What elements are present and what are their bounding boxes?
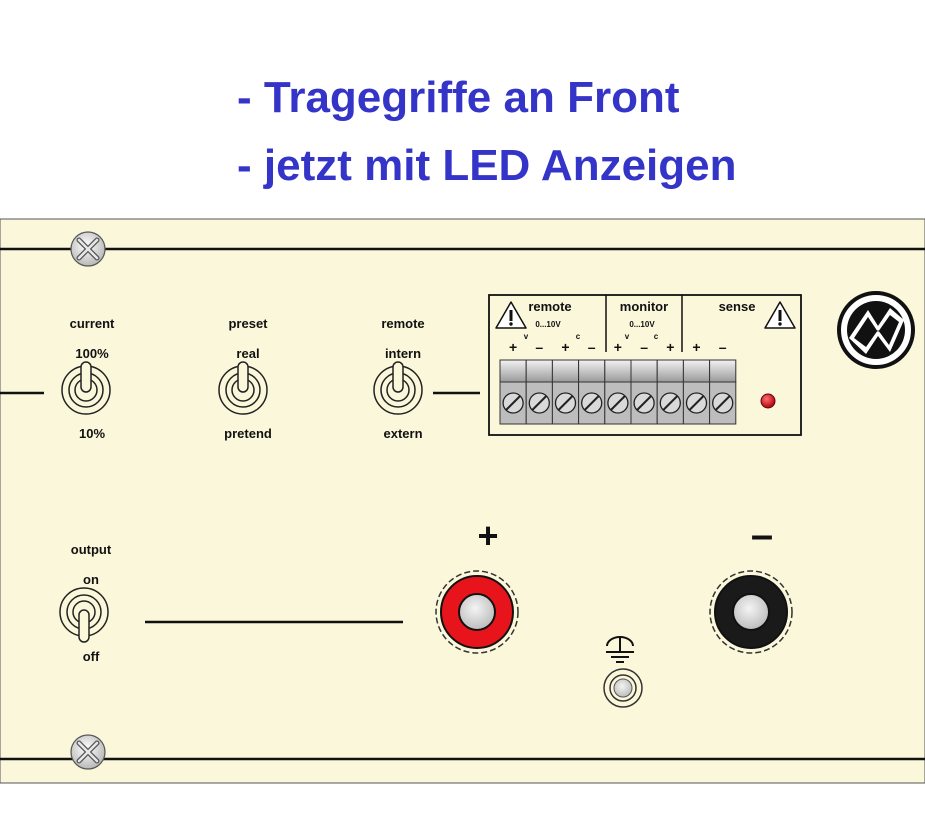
terminal-screw[interactable] [525,359,553,425]
terminal-c-label: c [654,332,659,341]
terminal-polarity-mark: – [535,339,543,355]
terminal-screw[interactable] [682,359,711,425]
plus-output-terminal[interactable] [435,570,519,654]
terminal-monitor-title: monitor [620,299,668,314]
terminal-remote-range: 0...10V [535,320,561,329]
logo-icon [837,291,915,369]
remote-switch-title: remote [381,316,424,331]
warning-icon [764,301,796,329]
remote-switch-top-label: intern [385,346,421,361]
plus-sign: + [477,515,498,556]
output-switch-bottom-label: off [83,649,100,664]
output-switch-title: output [71,542,112,557]
preset-switch-top-label: real [236,346,259,361]
screw-icon [70,231,106,267]
led-indicator [760,393,776,409]
terminal-v-label: v [524,332,529,341]
terminal-screw[interactable] [630,359,658,425]
terminal-polarity-mark: + [614,339,622,355]
ground-icon [606,636,634,663]
terminal-polarity-mark: + [561,339,569,355]
terminal-remote-title: remote [528,299,571,314]
terminal-polarity-mark: – [719,339,727,355]
output-toggle-switch[interactable] [59,587,109,643]
screw-icon [70,734,106,770]
ground-terminal[interactable] [603,668,643,708]
current-switch-title: current [70,316,115,331]
terminal-polarity-mark: + [509,339,517,355]
terminal-polarity-mark: – [588,339,596,355]
current-switch-top-label: 100% [75,346,109,361]
terminal-monitor-range: 0...10V [629,320,655,329]
remote-toggle-switch[interactable] [373,361,423,415]
terminal-polarity-mark: – [640,339,648,355]
terminal-screw[interactable] [499,359,527,425]
preset-toggle-switch[interactable] [218,361,268,415]
output-switch-top-label: on [83,572,99,587]
terminal-polarity-mark: + [666,339,674,355]
preset-switch-bottom-label: pretend [224,426,272,441]
warning-icon [495,301,527,329]
headline-line-2: - jetzt mit LED Anzeigen [237,141,737,190]
terminal-sense-title: sense [719,299,756,314]
terminal-c-label: c [576,332,581,341]
terminal-screw[interactable] [656,359,684,425]
current-toggle-switch[interactable] [61,361,111,415]
terminal-screw[interactable] [551,359,580,425]
terminal-polarity-mark: + [692,339,700,355]
terminal-screw[interactable] [604,359,632,425]
headline-line-1: - Tragegriffe an Front [237,73,680,122]
minus-output-terminal[interactable] [709,570,793,654]
remote-switch-bottom-label: extern [383,426,422,441]
terminal-screw[interactable] [709,359,737,425]
terminal-block: remote 0...10V monitor 0...10V sense v c… [488,294,802,436]
minus-sign: – [751,513,773,557]
terminal-v-label: v [625,332,630,341]
preset-switch-title: preset [228,316,268,331]
terminal-screw[interactable] [578,359,606,425]
current-switch-bottom-label: 10% [79,426,105,441]
